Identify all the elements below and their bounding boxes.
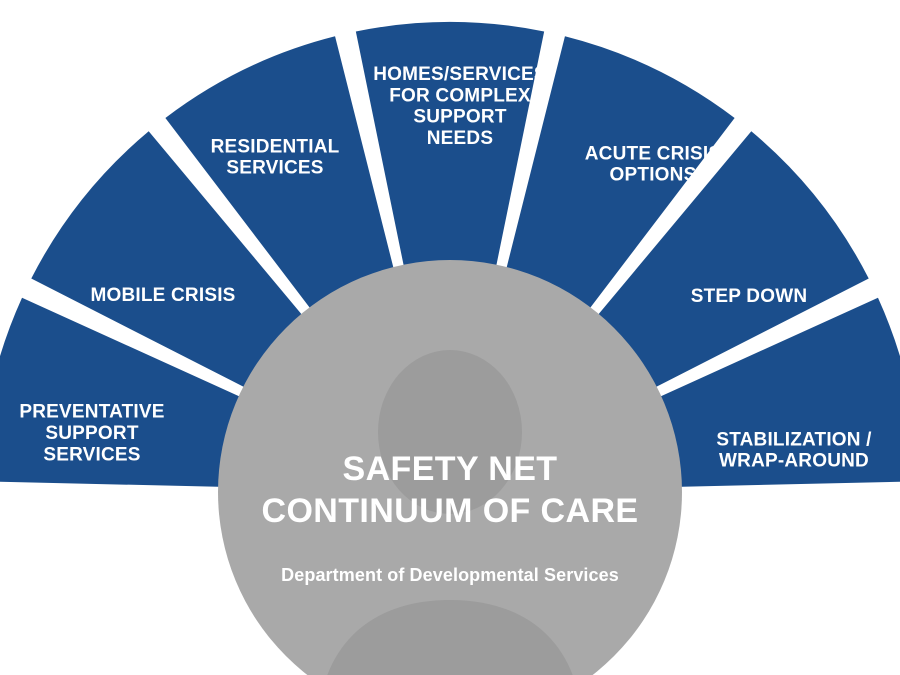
wedge-label-line: NEEDS	[427, 128, 493, 149]
wedge-label-line: WRAP-AROUND	[719, 451, 869, 472]
wedge-label-mobile-crisis: MOBILE CRISIS	[90, 285, 235, 306]
wedge-label-line: FOR COMPLEX	[389, 85, 531, 106]
wedge-mobile-crisis[interactable]	[31, 131, 322, 402]
wedge-preventative-support-services[interactable]	[0, 297, 268, 488]
core-title-line-1: SAFETY NET	[343, 450, 558, 488]
silhouette-head	[378, 350, 522, 514]
wedge-residential-services[interactable]	[165, 36, 402, 333]
wedge-layer	[0, 22, 900, 488]
wedge-label-line: SERVICES	[43, 444, 140, 465]
wedge-label-stabilization-wrap-around: STABILIZATION /WRAP-AROUND	[716, 429, 872, 471]
wedge-stabilization-wrap-around[interactable]	[632, 297, 900, 488]
wedge-label-line: PREVENTATIVE	[19, 402, 164, 423]
wedge-label-line: STABILIZATION /	[716, 429, 872, 450]
wedge-homes-services-for-complex-support-needs[interactable]	[355, 22, 545, 297]
wedge-label-line: MOBILE CRISIS	[90, 285, 235, 306]
person-silhouette-icon	[318, 350, 582, 675]
wedge-label-line: HOMES/SERVICES	[373, 64, 547, 85]
wedge-acute-crisis-options[interactable]	[498, 36, 735, 333]
wedge-label-line: ACUTE CRISIS	[585, 143, 721, 164]
silhouette-body	[318, 600, 582, 675]
wedge-label-line: SERVICES	[226, 158, 323, 179]
wedge-label-line: SUPPORT	[45, 423, 138, 444]
wedge-label-line: RESIDENTIAL	[211, 136, 340, 157]
wedge-label-step-down: STEP DOWN	[691, 286, 808, 307]
core-subtitle: Department of Developmental Services	[281, 565, 619, 585]
wedge-label-line: SUPPORT	[413, 107, 506, 128]
wedge-step-down[interactable]	[578, 131, 869, 402]
wedge-label-line: STEP DOWN	[691, 286, 808, 307]
wedge-label-line: OPTIONS	[610, 165, 697, 186]
core-title-line-2: CONTINUUM OF CARE	[262, 492, 639, 530]
